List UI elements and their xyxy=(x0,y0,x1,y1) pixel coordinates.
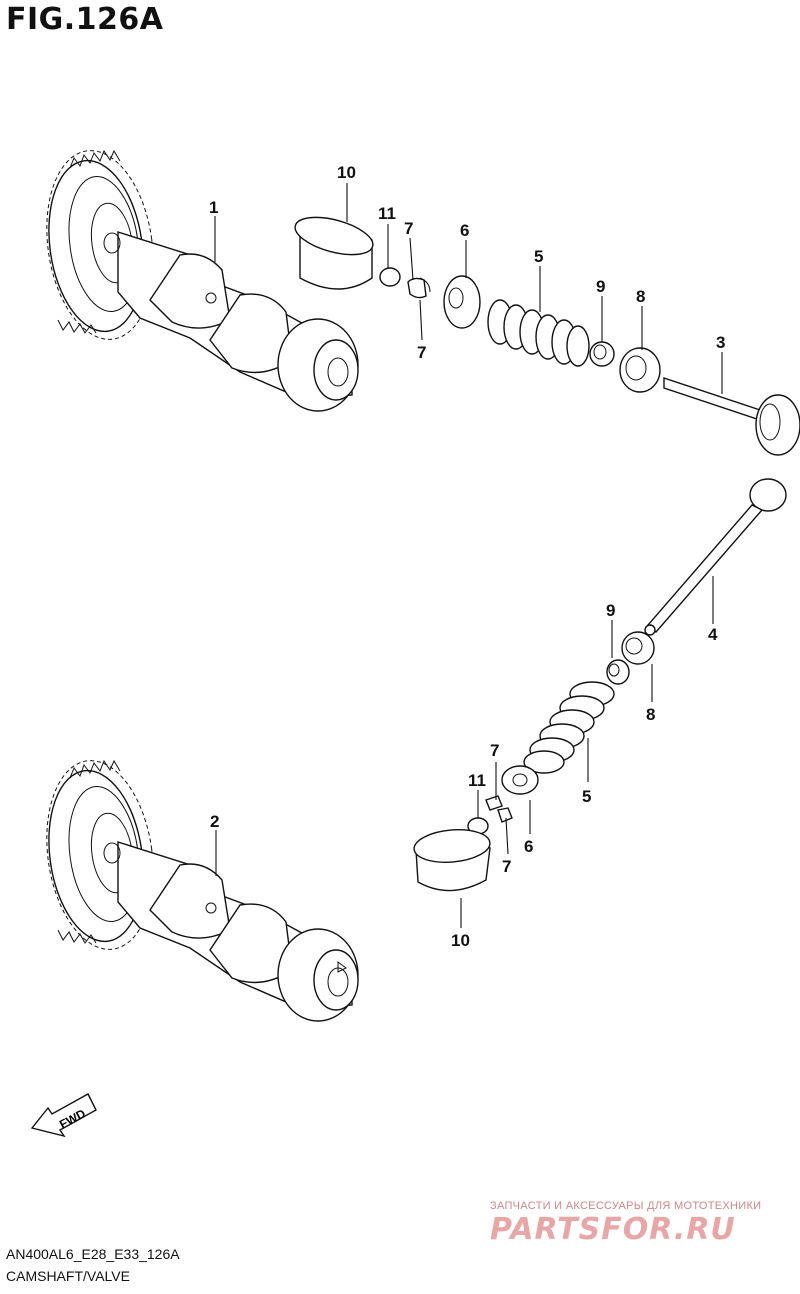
seat-8-upper[interactable] xyxy=(619,347,661,393)
leader-lines xyxy=(214,183,723,928)
shim-11-upper[interactable] xyxy=(379,267,401,287)
callout-10-lower: 10 xyxy=(451,931,470,950)
spring-5-upper[interactable] xyxy=(487,299,590,367)
callout-8-upper: 8 xyxy=(636,287,645,306)
callout-6-lower: 6 xyxy=(524,837,533,856)
callout-7-upper-a: 7 xyxy=(404,219,413,238)
cotter-7-upper[interactable] xyxy=(407,277,431,299)
figure-title: FIG.126A xyxy=(6,2,164,37)
valve-3[interactable] xyxy=(663,377,800,456)
callout-8-lower: 8 xyxy=(646,705,655,724)
callout-10-upper: 10 xyxy=(337,163,356,182)
callout-11-lower: 11 xyxy=(468,771,486,790)
callouts: 1 10 11 7 7 6 5 9 8 3 4 9 8 5 7 11 6 7 1… xyxy=(209,163,725,950)
callout-5-upper: 5 xyxy=(534,247,543,266)
seal-9-lower[interactable] xyxy=(606,659,630,685)
callout-7-lower-a: 7 xyxy=(490,741,499,760)
callout-6-upper: 6 xyxy=(460,221,469,240)
callout-4: 4 xyxy=(708,625,718,644)
footer-model-code: AN400AL6_E28_E33_126A xyxy=(6,1246,180,1262)
tappet-10-lower[interactable] xyxy=(413,827,491,892)
callout-1: 1 xyxy=(209,198,218,217)
callout-11-upper: 11 xyxy=(378,204,396,223)
callout-2: 2 xyxy=(210,812,219,831)
callout-7-upper-b: 7 xyxy=(417,343,426,362)
callout-9-lower: 9 xyxy=(606,601,615,620)
camshaft-1[interactable] xyxy=(35,144,359,412)
valve-4[interactable] xyxy=(644,478,787,636)
callout-3: 3 xyxy=(716,333,725,352)
retainer-6-lower[interactable] xyxy=(501,765,539,795)
callout-7-lower-b: 7 xyxy=(502,857,511,876)
fwd-arrow: FWD xyxy=(30,1093,97,1138)
retainer-6-upper[interactable] xyxy=(443,275,481,329)
camshaft-2[interactable] xyxy=(35,754,359,1022)
seat-8-lower[interactable] xyxy=(621,631,655,665)
tappet-10-upper[interactable] xyxy=(291,210,377,290)
seal-9-upper[interactable] xyxy=(589,341,615,367)
watermark-brand: PARTSFOR.RU xyxy=(490,1212,736,1247)
callout-9-upper: 9 xyxy=(596,277,605,296)
footer-section-name: CAMSHAFT/VALVE xyxy=(6,1268,130,1284)
cotter-7-lower[interactable] xyxy=(485,795,513,823)
watermark-subtitle: ЗАПЧАСТИ И АКСЕССУАРЫ ДЛЯ МОТОТЕХНИКИ xyxy=(490,1200,762,1212)
spring-5-lower[interactable] xyxy=(523,681,615,774)
callout-5-lower: 5 xyxy=(582,787,591,806)
